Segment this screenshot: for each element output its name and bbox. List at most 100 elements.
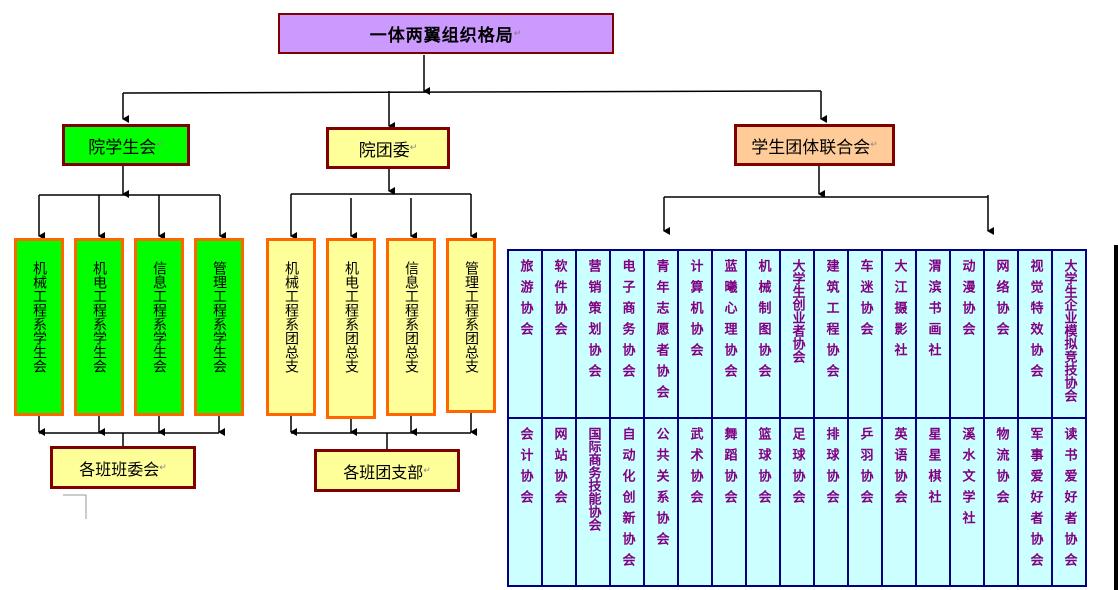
club-table: 旅游协会 软件协会 营销策划协会 电子商务协会 青年志愿者协会 计算机协会 蓝曦心理协会 机械… — [507, 249, 1087, 587]
class-committee-box: 各班班委会↵ — [50, 446, 196, 489]
dept-label: 管理工程系团总支 — [463, 261, 479, 373]
club-cell: 英语协会 — [881, 417, 917, 587]
club-name: 动漫协会 — [959, 259, 975, 343]
club-cell: 星星棋社 — [915, 417, 951, 587]
club-name: 足球协会 — [789, 427, 805, 511]
club-name: 机械制图协会 — [755, 259, 771, 385]
club-name: 星星棋社 — [925, 427, 941, 511]
student-union-box: 院学生会↵ — [62, 124, 190, 166]
club-name: 网络协会 — [993, 259, 1009, 343]
club-name: 大学生企业模拟竞技协会 — [1061, 259, 1077, 402]
club-name: 青年志愿者协会 — [653, 259, 669, 406]
club-federation-box: 学生团体联合会↵ — [734, 124, 895, 166]
club-name: 大学生创业者协会 — [789, 259, 805, 363]
club-name: 网站协会 — [551, 427, 567, 511]
club-name: 乒羽协会 — [857, 427, 873, 511]
dept-label: 管理工程系学生会 — [211, 261, 227, 373]
dept-label: 机械工程系团总支 — [283, 261, 299, 373]
club-name: 蓝曦心理协会 — [721, 259, 737, 385]
club-cell: 舞蹈协会 — [711, 417, 747, 587]
club-row: 会计协会 网站协会 国际商务技能协会 自动化创新协会 公共关系协会 武术协会 舞蹈协会 篮球协… — [507, 417, 1087, 587]
club-name: 公共关系协会 — [653, 427, 669, 553]
club-name: 国际商务技能协会 — [585, 427, 601, 531]
title-box: 一体两翼组织格局↵ — [278, 13, 614, 54]
dept-league-branch-box: 机电工程系团总支 — [326, 238, 376, 419]
class-league-branch-box: 各班团支部↵ — [314, 449, 460, 492]
club-name: 电子商务协会 — [619, 259, 635, 385]
youth-league-box: 院团委↵ — [326, 127, 450, 169]
club-cell: 公共关系协会 — [643, 417, 679, 587]
right-edge-bar — [1114, 245, 1118, 590]
club-name: 软件协会 — [551, 259, 567, 343]
club-cell: 排球协会 — [813, 417, 849, 587]
club-cell: 车迷协会 — [847, 249, 883, 419]
dept-label: 机电工程系团总支 — [343, 261, 359, 373]
connector-top-bus — [122, 90, 822, 94]
club-cell: 机械制图协会 — [745, 249, 781, 419]
student-union-label: 院学生会 — [88, 137, 157, 158]
club-cell: 足球协会 — [779, 417, 815, 587]
club-cell: 动漫协会 — [949, 249, 985, 419]
club-name: 武术协会 — [687, 427, 703, 511]
corner-mark — [63, 494, 87, 519]
club-name: 英语协会 — [891, 427, 907, 511]
club-name: 舞蹈协会 — [721, 427, 737, 511]
title-text: 一体两翼组织格局 — [369, 26, 514, 46]
club-name: 营销策划协会 — [585, 259, 601, 385]
dept-league-branch-box: 管理工程系团总支 — [446, 238, 496, 413]
club-federation-label: 学生团体联合会 — [751, 137, 871, 158]
club-name: 篮球协会 — [755, 427, 771, 511]
dept-label: 信息工程系学生会 — [151, 261, 167, 373]
club-name: 军事爱好者协会 — [1027, 427, 1043, 574]
club-cell: 军事爱好者协会 — [1017, 417, 1053, 587]
dept-label: 信息工程系团总支 — [403, 261, 419, 373]
club-cell: 旅游协会 — [507, 249, 543, 419]
club-cell: 大学生创业者协会 — [779, 249, 815, 419]
dept-label: 机械工程系学生会 — [31, 261, 47, 373]
club-cell: 乒羽协会 — [847, 417, 883, 587]
club-cell: 篮球协会 — [745, 417, 781, 587]
dept-student-union-box: 管理工程系学生会 — [194, 238, 244, 416]
club-cell: 青年志愿者协会 — [643, 249, 679, 419]
dept-league-branch-box: 机械工程系团总支 — [266, 238, 316, 416]
youth-league-label: 院团委 — [358, 140, 410, 161]
club-name: 计算机协会 — [687, 259, 703, 364]
club-cell: 电子商务协会 — [609, 249, 645, 419]
dept-student-union-box: 信息工程系学生会 — [134, 238, 184, 416]
club-cell: 大学生企业模拟竞技协会 — [1051, 249, 1087, 419]
club-cell: 计算机协会 — [677, 249, 713, 419]
club-name: 旅游协会 — [517, 259, 533, 343]
club-cell: 武术协会 — [677, 417, 713, 587]
club-name: 会计协会 — [517, 427, 533, 511]
club-name: 自动化创新协会 — [619, 427, 635, 574]
club-cell: 网络协会 — [983, 249, 1019, 419]
club-cell: 国际商务技能协会 — [575, 417, 611, 587]
club-cell: 读书爱好者协会 — [1051, 417, 1087, 587]
club-cell: 视觉特效协会 — [1017, 249, 1053, 419]
club-cell: 会计协会 — [507, 417, 543, 587]
club-name: 溪水文学社 — [959, 427, 975, 532]
class-committee-label: 各班班委会 — [79, 459, 160, 479]
club-cell: 营销策划协会 — [575, 249, 611, 419]
club-cell: 蓝曦心理协会 — [711, 249, 747, 419]
club-name: 建筑工程协会 — [823, 259, 839, 385]
club-cell: 物流协会 — [983, 417, 1019, 587]
club-row: 旅游协会 软件协会 营销策划协会 电子商务协会 青年志愿者协会 计算机协会 蓝曦心理协会 机械… — [507, 249, 1087, 419]
club-name: 渭滨书画社 — [925, 259, 941, 364]
club-cell: 大江摄影社 — [881, 249, 917, 419]
club-cell: 建筑工程协会 — [813, 249, 849, 419]
dept-label: 机电工程系学生会 — [91, 261, 107, 373]
dept-student-union-box: 机械工程系学生会 — [14, 238, 64, 416]
club-name: 物流协会 — [993, 427, 1009, 511]
club-cell: 软件协会 — [541, 249, 577, 419]
club-name: 车迷协会 — [857, 259, 873, 343]
club-cell: 自动化创新协会 — [609, 417, 645, 587]
club-cell: 渭滨书画社 — [915, 249, 951, 419]
dept-student-union-box: 机电工程系学生会 — [74, 238, 124, 416]
club-cell: 网站协会 — [541, 417, 577, 587]
dept-league-branch-box: 信息工程系团总支 — [386, 238, 436, 416]
club-name: 排球协会 — [823, 427, 839, 511]
club-cell: 溪水文学社 — [949, 417, 985, 587]
club-name: 读书爱好者协会 — [1061, 427, 1077, 574]
